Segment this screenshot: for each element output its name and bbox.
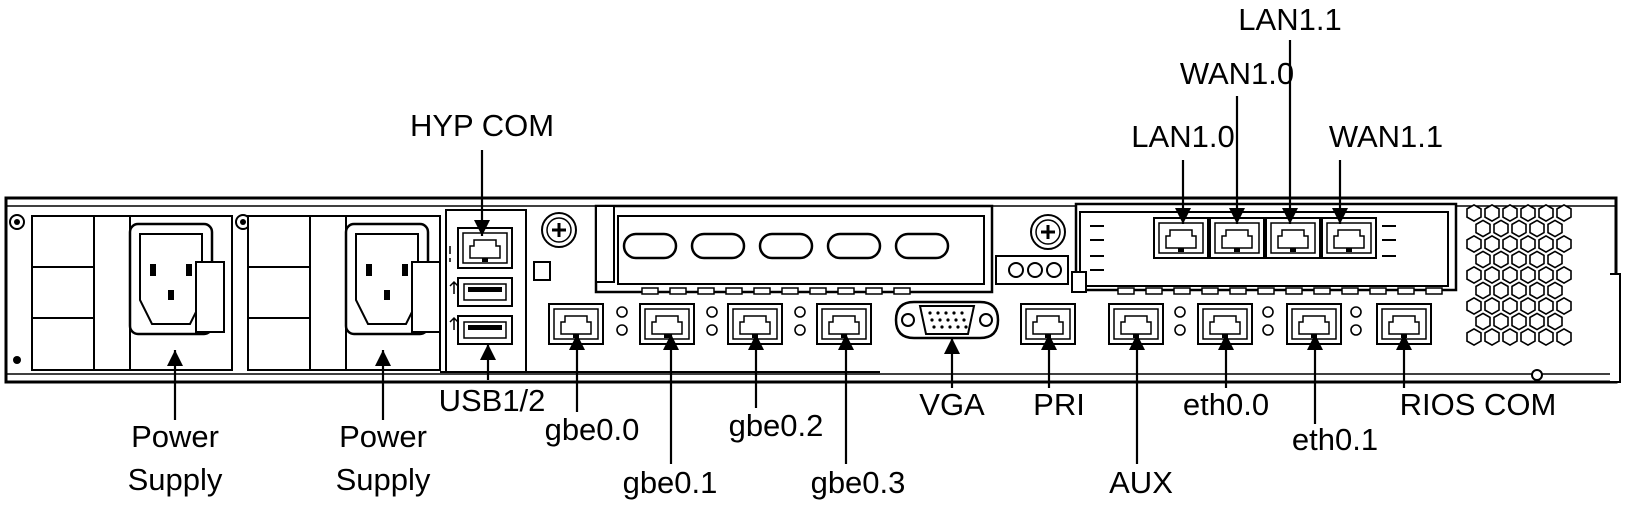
lan1-1-port (1265, 217, 1321, 259)
label-gbe0-0: gbe0.0 (545, 412, 640, 447)
label-gbe0-2: gbe0.2 (729, 408, 824, 443)
callout-labels: HYP COM LAN1.0 WAN1.0 LAN1.1 WAN1.1 Powe… (128, 2, 1557, 500)
label-wan1-1: WAN1.1 (1329, 119, 1443, 154)
power-supply-2 (247, 215, 441, 371)
label-power-supply-1-line1: Power (131, 419, 219, 454)
label-aux: AUX (1109, 465, 1173, 500)
label-vga: VGA (919, 387, 985, 422)
callout-arrow (1218, 334, 1234, 388)
vga-port (894, 300, 1000, 340)
callout-arrow (1396, 334, 1412, 388)
label-eth0-1: eth0.1 (1292, 422, 1378, 457)
label-gbe0-3: gbe0.3 (811, 465, 906, 500)
callout-arrow (1332, 160, 1348, 224)
gbe0-1-port (639, 303, 695, 345)
callout-arrow (1041, 334, 1057, 388)
label-gbe0-1: gbe0.1 (623, 465, 718, 500)
bypass-card (1071, 202, 1458, 293)
riser-screw-right (1029, 213, 1067, 251)
callout-arrow (663, 334, 679, 464)
label-lan1-1: LAN1.1 (1238, 2, 1341, 37)
status-leds (995, 255, 1069, 285)
hyp-com-port (457, 227, 513, 269)
callout-arrow (1282, 40, 1298, 224)
callout-arrow (944, 338, 960, 388)
port-led-holes (616, 306, 1362, 336)
callout-arrow (1307, 334, 1323, 424)
led-strip (641, 287, 1443, 295)
callout-arrow (1229, 96, 1245, 224)
fan-grille (1466, 203, 1572, 347)
label-power-supply-2-line2: Supply (336, 462, 431, 497)
label-power-supply-1-line2: Supply (128, 462, 223, 497)
label-wan1-0: WAN1.0 (1180, 56, 1294, 91)
riser-screw-left (540, 211, 578, 249)
callout-arrow (569, 334, 585, 412)
label-power-supply-2-line1: Power (339, 419, 427, 454)
callout-arrow (1175, 160, 1191, 224)
wan1-1-port (1321, 217, 1377, 259)
power-supply-1 (31, 215, 233, 371)
usb2-port (457, 315, 513, 345)
label-rios-com: RIOS COM (1400, 387, 1557, 422)
label-usb: USB1/2 (439, 383, 546, 418)
callout-arrow (1129, 334, 1145, 464)
callout-arrow (748, 334, 764, 408)
callout-arrow (375, 350, 391, 420)
callout-arrow (167, 350, 183, 420)
label-pri: PRI (1033, 387, 1085, 422)
callout-arrows (167, 40, 1412, 464)
lan1-0-port (1153, 217, 1209, 259)
callout-arrow (838, 334, 854, 464)
management-ports (440, 209, 880, 373)
latch-left (533, 261, 551, 281)
label-eth0-0: eth0.0 (1183, 387, 1269, 422)
pcie-blank-bracket (594, 204, 994, 294)
usb1-port (457, 277, 513, 307)
callout-arrow (474, 150, 490, 236)
label-hyp-com: HYP COM (410, 108, 554, 143)
callout-arrow (480, 344, 496, 380)
rack-ear (1610, 273, 1621, 383)
label-lan1-0: LAN1.0 (1131, 119, 1234, 154)
